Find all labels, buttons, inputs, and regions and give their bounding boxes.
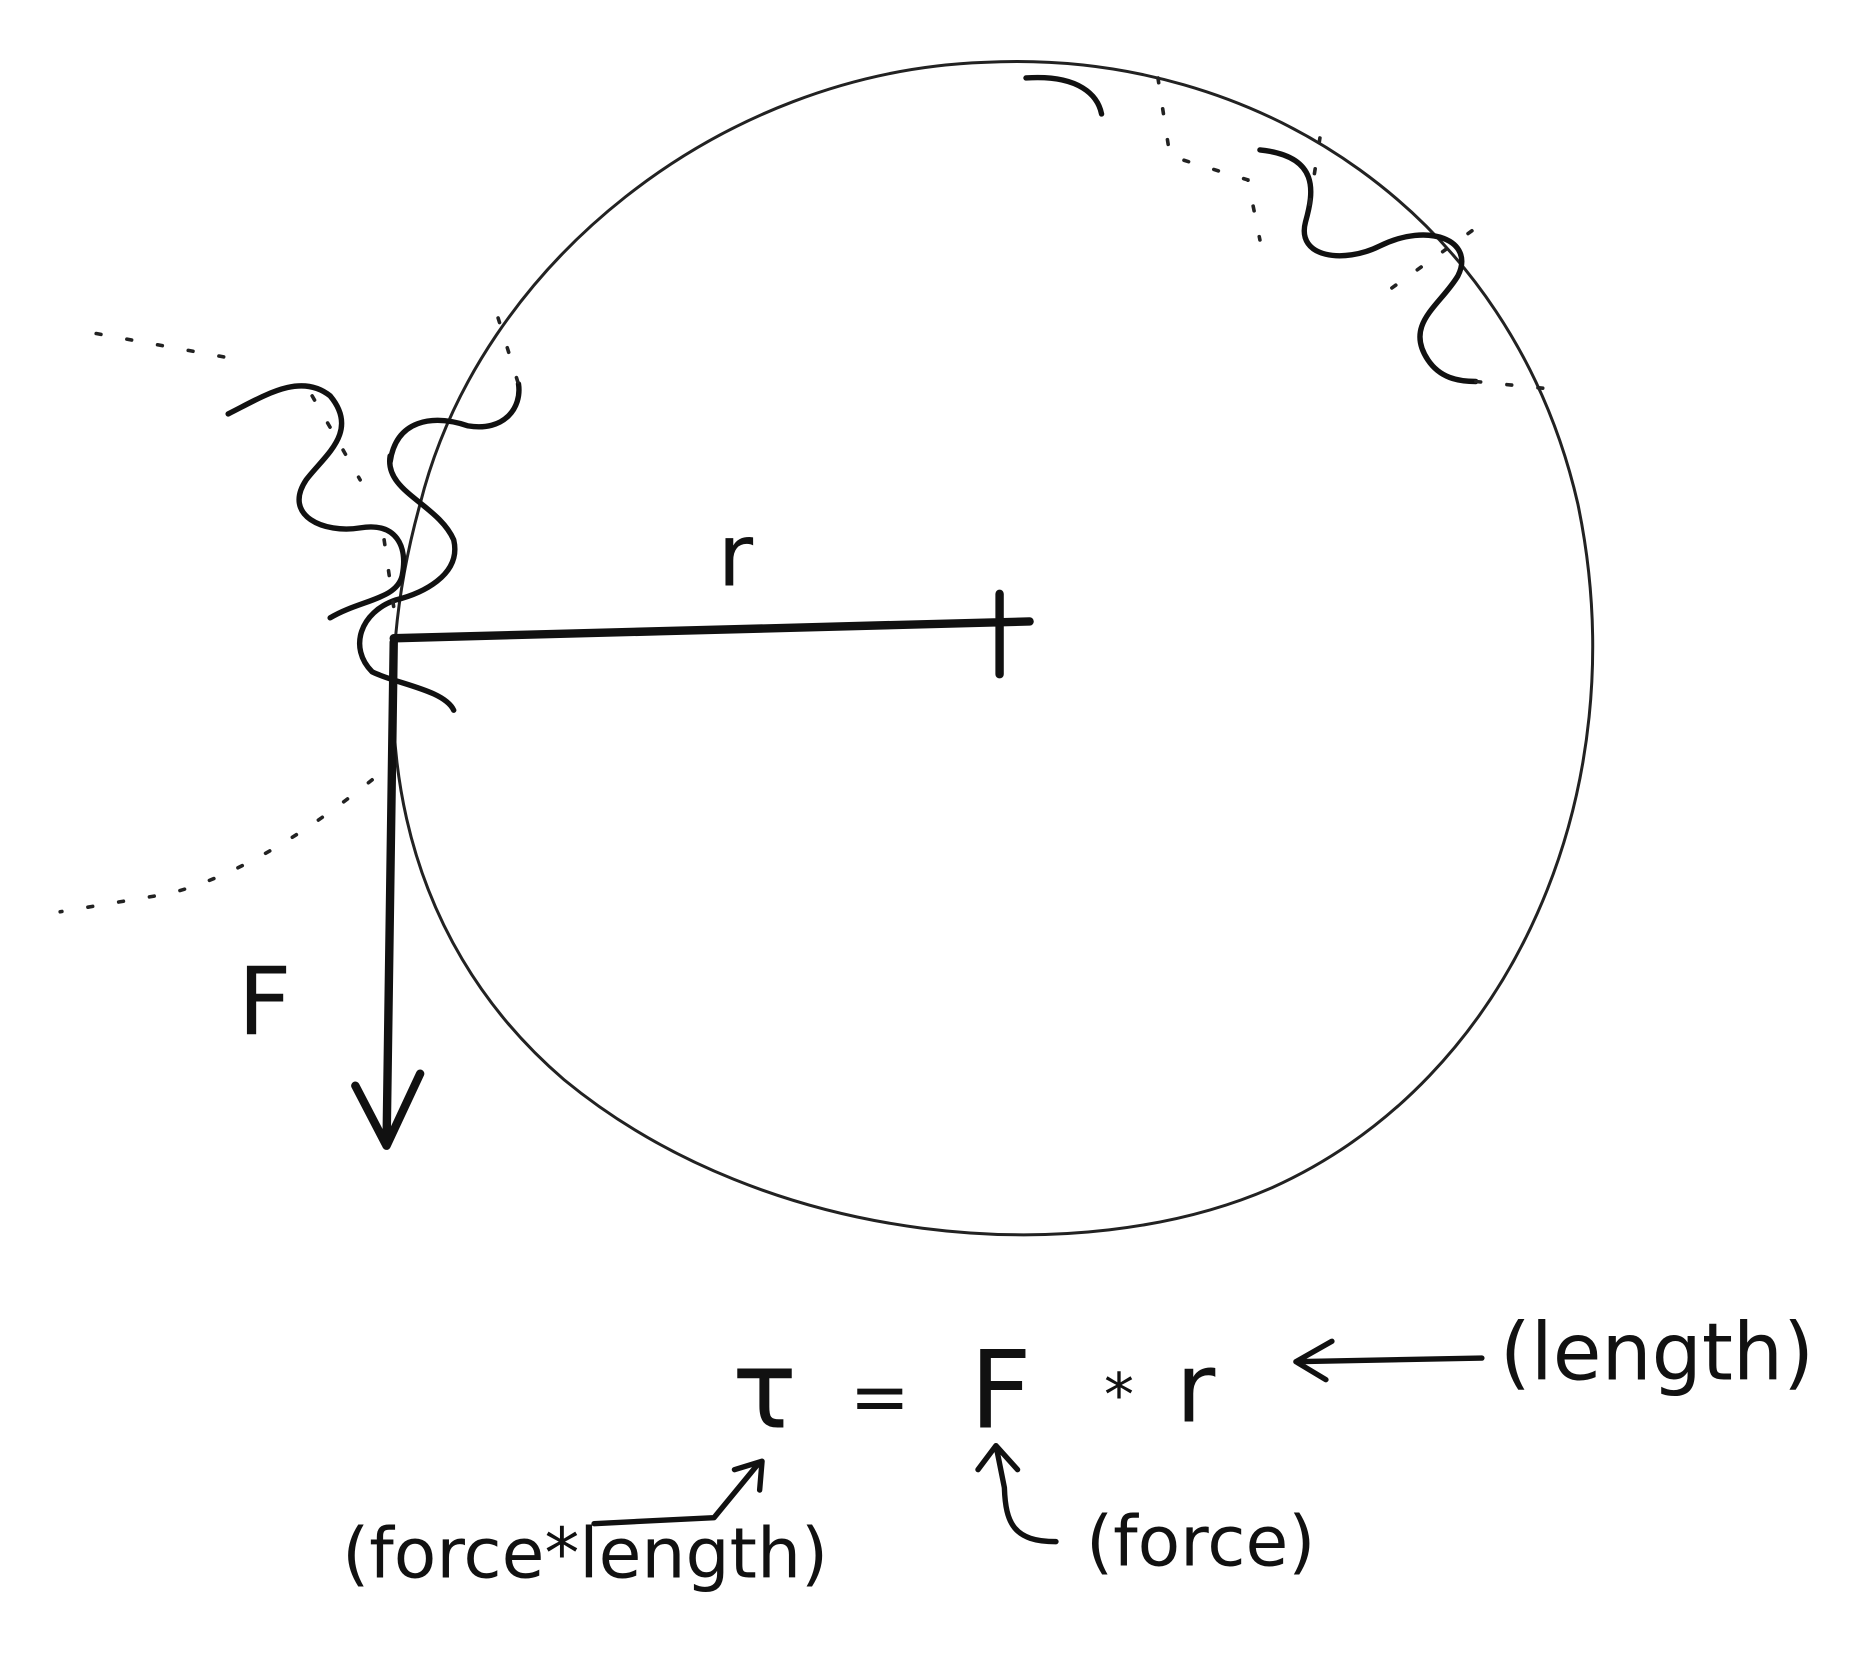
rope-left	[225, 381, 522, 713]
torque-annotation: (force*length)	[342, 1514, 828, 1595]
radius-label: r	[718, 506, 754, 606]
force-label: F	[238, 948, 292, 1057]
rope-left-dots	[58, 316, 524, 914]
wheel-circle	[391, 60, 1595, 1237]
rope-top-right	[1023, 74, 1479, 385]
equation-torque: τ	[732, 1329, 797, 1454]
length-arrow	[1293, 1338, 1485, 1383]
equation-equals: =	[850, 1355, 910, 1439]
force-annotation: (force)	[1086, 1502, 1316, 1583]
radius-line	[389, 589, 1034, 679]
force-arrow	[351, 637, 425, 1150]
force-annotation-arrow	[975, 1442, 1059, 1545]
equation-radius: r	[1176, 1333, 1216, 1445]
length-annotation: (length)	[1500, 1307, 1814, 1399]
equation-times: *	[1104, 1361, 1134, 1431]
torque-annotation-arrow	[591, 1458, 765, 1527]
rope-top-right-dots	[1156, 76, 1562, 392]
equation-force: F	[970, 1329, 1032, 1454]
